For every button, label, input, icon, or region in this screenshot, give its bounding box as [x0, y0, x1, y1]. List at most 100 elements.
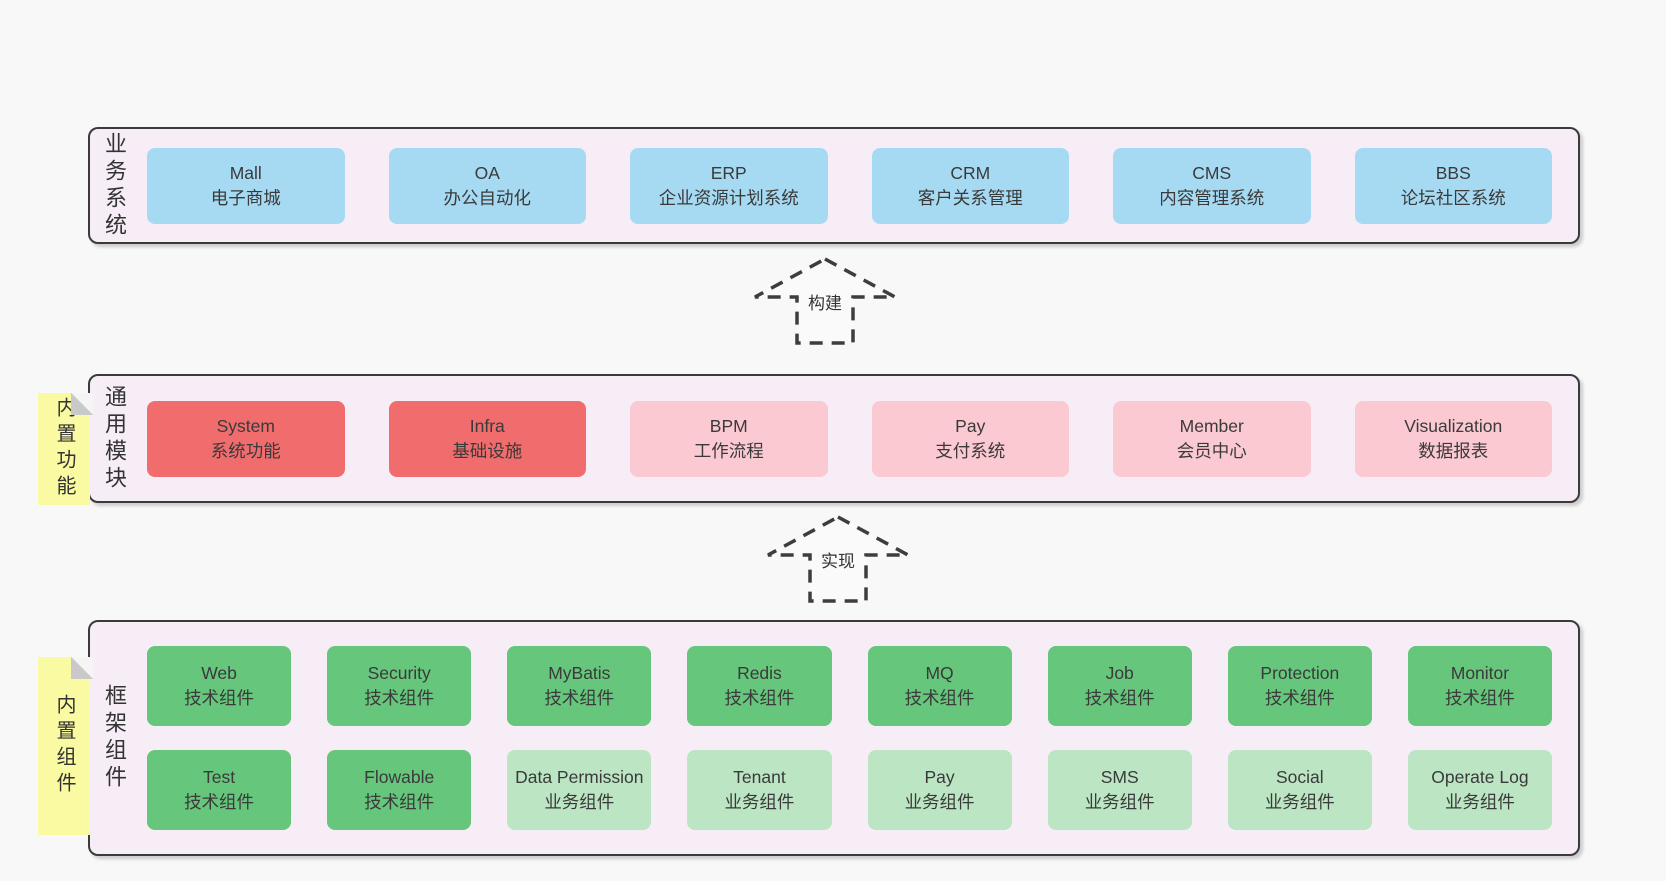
box-flowable: Flowable 技术组件 [327, 750, 472, 830]
box-title: SMS [1100, 767, 1139, 788]
builtin-features-tab: 内置功能 [38, 393, 93, 505]
box-subtitle: 论坛社区系统 [1400, 187, 1506, 208]
box-infra: Infra 基础设施 [388, 400, 586, 477]
box-pay: Pay 支付系统 [871, 400, 1069, 477]
implement-arrow: 实现 [763, 512, 913, 606]
box-cms: CMS 内容管理系统 [1113, 147, 1311, 224]
box-title: Pay [924, 767, 955, 788]
box-subtitle: 业务组件 [724, 792, 795, 812]
box-title: CRM [950, 162, 991, 183]
business-box-row: Mall 电子商城 OA 办公自动化 ERP 企业资源计划系统 CRM 客户关系… [147, 147, 1552, 224]
box-mybatis: MyBatis 技术组件 [507, 646, 652, 726]
box-bbs: BBS 论坛社区系统 [1354, 147, 1552, 224]
box-title: Flowable [364, 767, 435, 788]
box-title: OA [474, 162, 500, 183]
box-title: Security [367, 663, 431, 684]
box-data-permission: Data Permission 业务组件 [507, 750, 652, 830]
box-tenant: Tenant 业务组件 [687, 750, 832, 830]
framework-box-row-1: Web 技术组件 Security 技术组件 MyBatis 技术组件 Redi… [147, 646, 1552, 726]
box-subtitle: 会员中心 [1176, 440, 1247, 461]
framework-box-row-2: Test 技术组件 Flowable 技术组件 Data Permission … [147, 750, 1552, 830]
folded-corner-icon [71, 657, 93, 679]
box-subtitle: 支付系统 [935, 440, 1006, 461]
box-subtitle: 业务组件 [904, 792, 975, 812]
box-subtitle: 技术组件 [1264, 688, 1335, 708]
box-title: Visualization [1404, 415, 1503, 436]
box-title: BBS [1435, 162, 1471, 183]
box-social: Social 业务组件 [1227, 750, 1372, 830]
box-title: MyBatis [548, 663, 611, 684]
box-title: Protection [1260, 663, 1340, 684]
box-job: Job 技术组件 [1047, 646, 1192, 726]
modules-box-row: System 系统功能 Infra 基础设施 BPM 工作流程 Pay 支付系统… [147, 400, 1552, 477]
box-system: System 系统功能 [147, 400, 345, 477]
box-title: Pay [955, 415, 986, 436]
box-sms: SMS 业务组件 [1047, 750, 1192, 830]
builtin-components-tab: 内置组件 [38, 657, 93, 835]
box-oa: OA 办公自动化 [388, 147, 586, 224]
box-subtitle: 技术组件 [1084, 688, 1155, 708]
box-subtitle: 业务组件 [1444, 792, 1515, 812]
box-title: MQ [925, 663, 954, 684]
box-subtitle: 技术组件 [364, 688, 435, 708]
box-security: Security 技术组件 [327, 646, 472, 726]
folded-corner-icon [71, 393, 93, 415]
box-crm: CRM 客户关系管理 [871, 147, 1069, 224]
box-monitor: Monitor 技术组件 [1407, 646, 1552, 726]
box-mq: MQ 技术组件 [867, 646, 1012, 726]
box-title: Job [1105, 663, 1134, 684]
box-title: CMS [1192, 162, 1232, 183]
builtin-components-tab-label: 内置组件 [53, 694, 75, 798]
box-subtitle: 客户关系管理 [917, 187, 1023, 208]
box-subtitle: 业务组件 [1264, 792, 1335, 812]
box-bpm: BPM 工作流程 [630, 400, 828, 477]
box-title: Member [1179, 415, 1244, 436]
box-title: Redis [737, 663, 782, 684]
box-subtitle: 数据报表 [1418, 440, 1489, 461]
business-systems-label: 业务系统 [102, 131, 127, 240]
box-subtitle: 技术组件 [1444, 688, 1515, 708]
framework-components-label: 框架组件 [102, 684, 127, 792]
box-visualization: Visualization 数据报表 [1354, 400, 1552, 477]
box-subtitle: 系统功能 [210, 440, 281, 461]
box-title: Mall [229, 162, 262, 183]
box-title: Monitor [1450, 663, 1510, 684]
build-arrow-label: 构建 [805, 288, 845, 315]
box-subtitle: 技术组件 [544, 688, 615, 708]
common-modules-label: 通用模块 [102, 384, 127, 493]
panel-framework-components: 内置组件 框架组件 Web 技术组件 Security 技术组件 MyBatis… [38, 620, 1580, 856]
implement-arrow-label: 实现 [818, 546, 858, 573]
box-subtitle: 技术组件 [724, 688, 795, 708]
box-operate-log: Operate Log 业务组件 [1407, 750, 1552, 830]
box-pay-biz: Pay 业务组件 [867, 750, 1012, 830]
box-redis: Redis 技术组件 [687, 646, 832, 726]
box-subtitle: 内容管理系统 [1159, 187, 1265, 208]
box-erp: ERP 企业资源计划系统 [630, 147, 828, 224]
panel-common-modules: 内置功能 通用模块 System 系统功能 Infra 基础设施 BPM 工作流… [38, 374, 1580, 505]
box-subtitle: 业务组件 [544, 792, 615, 812]
box-subtitle: 技术组件 [184, 792, 255, 812]
box-protection: Protection 技术组件 [1227, 646, 1372, 726]
box-subtitle: 企业资源计划系统 [658, 187, 799, 208]
box-title: ERP [710, 162, 747, 183]
framework-grid: Web 技术组件 Security 技术组件 MyBatis 技术组件 Redi… [147, 646, 1552, 830]
box-title: Test [203, 767, 236, 788]
box-title: Tenant [733, 767, 786, 788]
panel-business-systems: 业务系统 Mall 电子商城 OA 办公自动化 ERP 企业资源计划系统 CRM… [88, 127, 1580, 244]
box-subtitle: 电子商城 [210, 187, 281, 208]
box-member: Member 会员中心 [1113, 400, 1311, 477]
box-subtitle: 技术组件 [184, 688, 255, 708]
box-subtitle: 技术组件 [904, 688, 975, 708]
box-title: BPM [709, 415, 748, 436]
box-title: Web [201, 663, 237, 684]
box-title: System [216, 415, 275, 436]
box-mall: Mall 电子商城 [147, 147, 345, 224]
box-title: Data Permission [515, 767, 644, 788]
build-arrow: 构建 [750, 254, 900, 348]
box-subtitle: 技术组件 [364, 792, 435, 812]
box-title: Operate Log [1431, 767, 1529, 788]
box-subtitle: 基础设施 [452, 440, 523, 461]
box-test: Test 技术组件 [147, 750, 292, 830]
box-title: Infra [469, 415, 505, 436]
builtin-features-tab-label: 内置功能 [53, 397, 75, 501]
